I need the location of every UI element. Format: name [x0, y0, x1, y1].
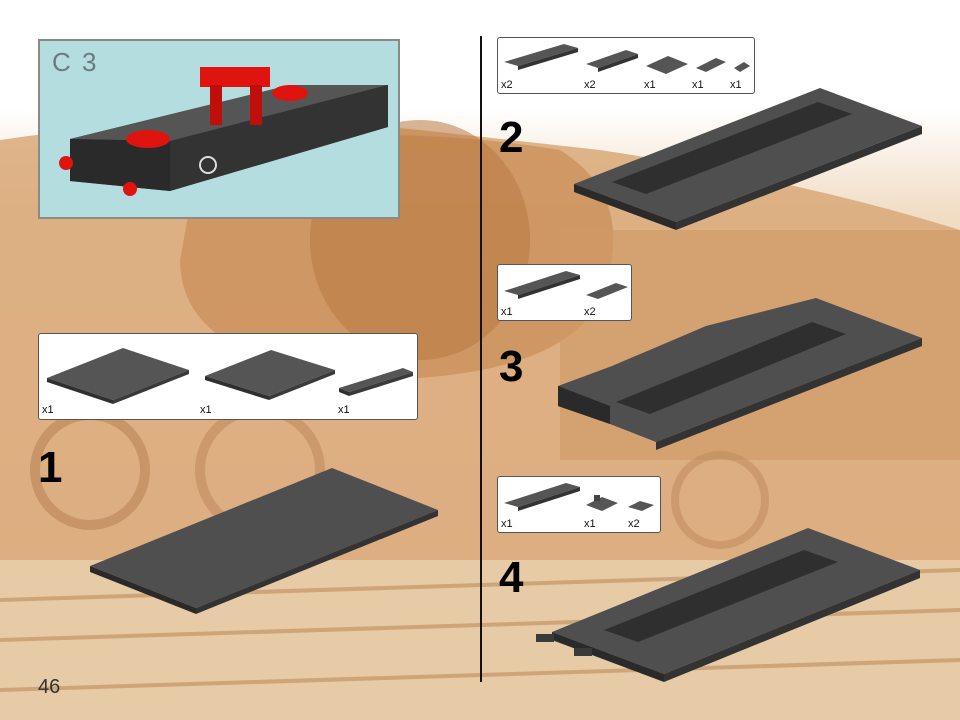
- part-quantity: x2: [628, 518, 640, 530]
- submodel-chassis-illustration: [59, 67, 388, 196]
- plate-1x6-icon: [586, 50, 638, 72]
- part-quantity: x1: [644, 79, 656, 91]
- part-quantity: x1: [730, 79, 742, 91]
- step-2-number: 2: [499, 113, 524, 162]
- coupling-hinge-icon: [628, 501, 654, 511]
- part-quantity: x2: [584, 306, 596, 318]
- part-quantity: x1: [42, 404, 54, 416]
- part-quantity: x1: [584, 518, 596, 530]
- submodel-callout: C 3: [38, 39, 400, 219]
- submodel-label: C 3: [52, 47, 99, 77]
- plate-1x8-icon: [504, 44, 578, 70]
- plate-1x8-icon: [504, 483, 580, 511]
- part-quantity: x1: [338, 404, 350, 416]
- plate-corner-icon: [646, 56, 688, 74]
- step-4-parts-list: x1 x1 x2: [497, 476, 661, 533]
- step-1-assembly-illustration: [90, 468, 438, 614]
- part-quantity: x1: [501, 306, 513, 318]
- part-quantity: x2: [584, 79, 596, 91]
- plate-1x4-icon: [586, 283, 628, 299]
- step-4-number: 4: [499, 553, 524, 602]
- plate-1x8-icon: [504, 271, 580, 299]
- plate-6x8-icon: [205, 350, 335, 400]
- part-quantity: x2: [501, 79, 513, 91]
- part-quantity: x1: [501, 518, 513, 530]
- plate-1x4-icon: [696, 58, 726, 72]
- part-quantity: x1: [200, 404, 212, 416]
- step-4-assembly-illustration: [536, 528, 920, 682]
- page-number: 46: [38, 676, 61, 698]
- plate-1x6-icon: [339, 368, 413, 396]
- coupling-plate-icon: [586, 495, 618, 511]
- step-2-parts-list: x2 x2 x1 x1 x1: [497, 37, 755, 94]
- plate-8x8-icon: [47, 348, 189, 404]
- step-3-parts-list: x1 x2: [497, 264, 632, 321]
- step-2-assembly-illustration: [574, 88, 922, 230]
- part-quantity: x1: [692, 79, 704, 91]
- page-divider: [480, 36, 482, 682]
- step-3-assembly-illustration: [558, 298, 922, 450]
- step-1-parts-list: x1 x1 x1: [38, 333, 418, 420]
- plate-1x2-icon: [734, 62, 750, 72]
- step-3-number: 3: [499, 342, 524, 391]
- step-1-number: 1: [38, 443, 63, 492]
